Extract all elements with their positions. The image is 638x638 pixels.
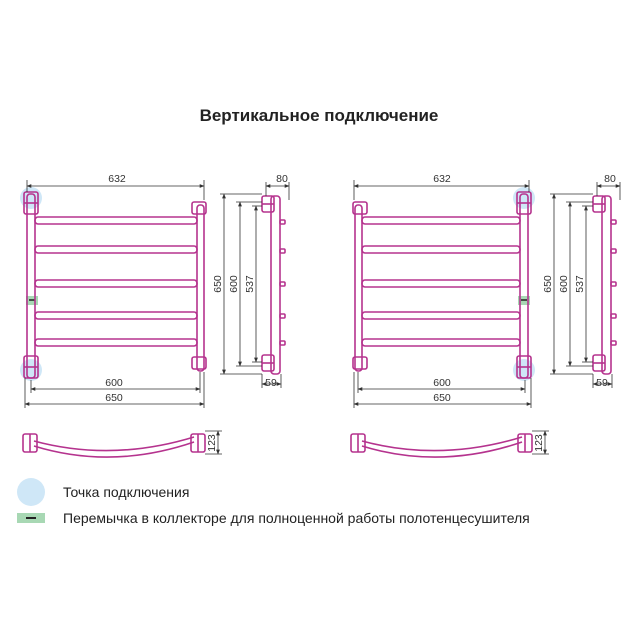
dim-inner-width: 600 <box>433 377 451 389</box>
right-front-view: 632 600 650 <box>352 173 535 408</box>
legend-label: Точка подключения <box>63 484 190 500</box>
legend-item-jumper: Перемычка в коллекторе для полноценной р… <box>17 510 530 526</box>
dim-side-height-537: 537 <box>244 275 256 293</box>
right-bottom-view: 123 <box>350 430 549 458</box>
dim-side-height-600: 600 <box>228 275 240 293</box>
connection-point-bottom-right <box>513 359 535 381</box>
dim-side-height-650: 650 <box>212 275 224 293</box>
right-side-view: 650 600 537 80 59 <box>542 173 621 389</box>
left-collector <box>26 193 36 379</box>
legend-label: Перемычка в коллекторе для полноценной р… <box>63 510 530 526</box>
dim-side-depth: 80 <box>276 173 288 185</box>
rung <box>34 311 198 320</box>
rung <box>34 279 198 288</box>
legend-item-connection-point: Точка подключения <box>17 478 189 506</box>
right-collector <box>519 193 529 379</box>
left-connection-points <box>20 187 42 381</box>
dim-bottom-depth: 123 <box>206 434 218 452</box>
dim-side-bottom: 59 <box>596 377 608 389</box>
dim-inner-width: 600 <box>105 377 123 389</box>
left-front-view: 632 600 650 <box>20 173 207 408</box>
dim-outer-width: 650 <box>105 392 123 404</box>
rung <box>34 338 198 347</box>
rung <box>361 279 521 288</box>
dim-side-depth: 80 <box>604 173 616 185</box>
left-bottom-view: 123 <box>22 430 222 458</box>
left-side-view: 650 600 537 80 59 <box>212 173 290 389</box>
dim-top-width: 632 <box>433 173 451 185</box>
left-collector <box>354 204 363 372</box>
dim-outer-width: 650 <box>433 392 451 404</box>
dim-side-bottom: 59 <box>265 377 277 389</box>
rung <box>361 245 521 254</box>
dim-bottom-depth: 123 <box>533 434 545 452</box>
connection-point-swatch <box>17 478 45 506</box>
dim-side-height-650: 650 <box>542 275 554 293</box>
dim-top-width: 632 <box>108 173 126 185</box>
jumper-swatch <box>17 513 45 523</box>
dim-side-height-600: 600 <box>558 275 570 293</box>
right-collector <box>196 204 205 372</box>
rung <box>34 216 198 225</box>
rung <box>361 216 521 225</box>
right-connection-points <box>513 187 535 381</box>
rung <box>361 338 521 347</box>
rung <box>361 311 521 320</box>
rung <box>34 245 198 254</box>
diagram-title: Вертикальное подключение <box>199 106 439 125</box>
dim-side-height-537: 537 <box>574 275 586 293</box>
connection-point-bottom-left <box>20 359 42 381</box>
